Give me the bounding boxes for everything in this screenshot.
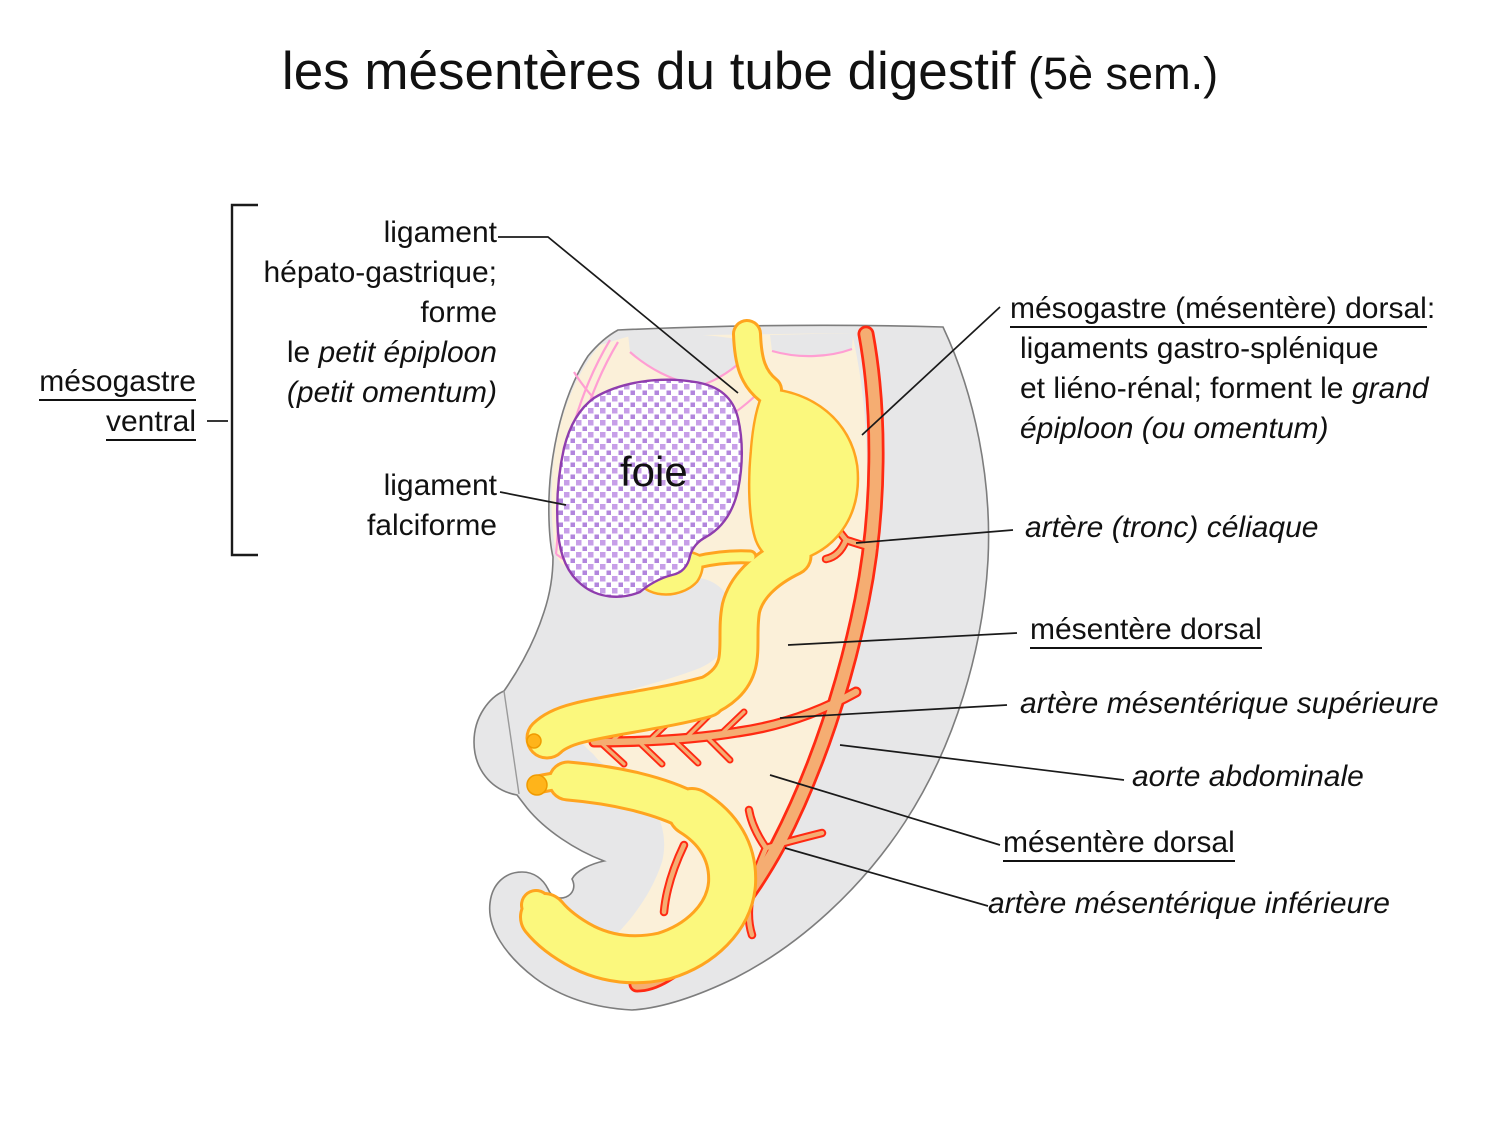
leader-mesogastre-dorsal (861, 306, 1001, 436)
slide-title-suffix: (5è sem.) (1015, 48, 1219, 99)
duodenum (685, 538, 810, 716)
gut-tube (522, 322, 857, 982)
label-artere-mesenterique-inferieure: artère mésentérique inférieure (988, 887, 1390, 920)
leader-lines (207, 203, 1125, 907)
top-body-strip-right (770, 333, 853, 357)
liver (556, 378, 743, 598)
hindgut-tail-end (523, 892, 565, 941)
label-artere-mesenterique-superieure: artère mésentérique supérieure (1020, 687, 1439, 720)
hindgut-loop (522, 790, 755, 982)
top-body-strip-left (628, 333, 756, 386)
leader-artere-mesenterique-sup (779, 704, 1008, 719)
leader-artere-celiaque (855, 529, 1014, 544)
allantois-dot (526, 774, 548, 796)
label-foie: foie (620, 448, 688, 495)
esophagus (735, 322, 780, 402)
leader-ligament-falciforme (499, 491, 567, 506)
leader-artere-mesenterique-inf (784, 847, 989, 907)
label-ligament-hepato-gastrique: ligament hépato-gastrique; forme le peti… (263, 216, 498, 409)
label-aorte-abdominale: aorte abdominale (1132, 760, 1364, 793)
leader-aorte-abdominale (839, 744, 1125, 781)
stomach (750, 390, 857, 562)
label-mesentere-dorsal-1: mésentère dorsal (1030, 610, 1262, 650)
label-mesentere-dorsal-2: mésentère dorsal (1003, 823, 1235, 863)
label-artere-celiaque: artère (tronc) céliaque (1025, 511, 1319, 544)
slide-title-main: les mésentères du tube digestif (281, 42, 1016, 101)
label-ligament-falciforme: ligament falciforme (366, 469, 497, 542)
leader-mesentere-dorsal-2 (769, 774, 1001, 846)
bile-duct (692, 552, 755, 567)
vitelline-duct-dot (526, 733, 542, 749)
label-mesogastre-dorsal: mésogastre (mésentère) dorsal: ligaments… (1010, 292, 1436, 445)
ventral-bracket (230, 203, 258, 557)
mesogastrium-line-right (771, 347, 853, 358)
leader-mesentere-dorsal-1 (787, 632, 1018, 646)
umbilical-chord-line (503, 690, 520, 795)
leader-ligament-hepato (498, 236, 739, 394)
superior-mesenteric-artery (590, 688, 860, 746)
slide-title: les mésentères du tube digestif (5è sem.… (0, 42, 1500, 104)
label-mesogastre-ventral: mésogastre ventral (39, 362, 196, 442)
